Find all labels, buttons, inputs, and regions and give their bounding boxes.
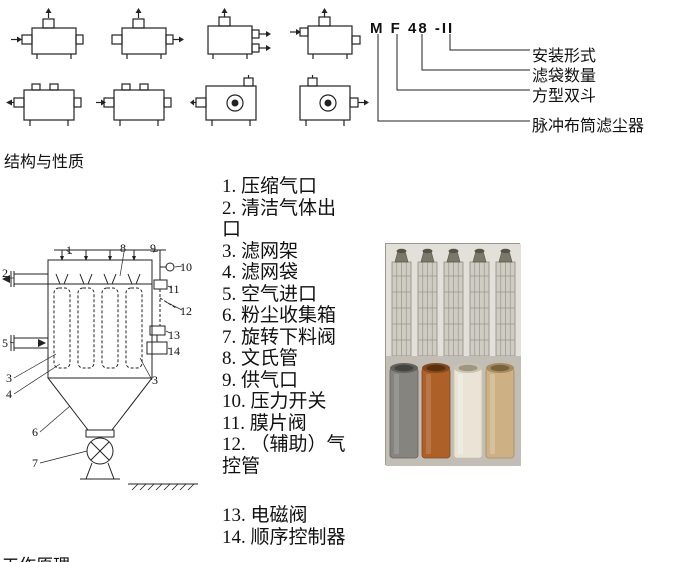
model-code-label-square-hopper: 方型双斗: [532, 88, 597, 105]
diagram-callout: 11: [168, 282, 180, 296]
filter-photo-frame: [385, 243, 521, 466]
diagram-callout: 12: [180, 304, 192, 318]
diagram-callout: 2: [2, 266, 8, 280]
dust-collector-diagram: [2, 249, 198, 491]
parts-list-item: 2. 清洁气体出口: [222, 197, 337, 241]
parts-list-item: 10. 压力开关: [222, 391, 327, 412]
model-code-label-installation-form: 安装形式: [532, 48, 597, 65]
parts-list-item: 6. 粉尘收集箱: [222, 305, 337, 326]
dust-collector-drawing-area: 1 8 9 10 2 11 12 13 14 5 3 4 3 6 7: [0, 238, 215, 503]
parts-list-item: 4. 滤网袋: [222, 262, 299, 283]
diagram-callout: 3: [6, 371, 12, 385]
installation-scheme-8: [299, 75, 369, 126]
parts-list-item: 8. 文氏管: [222, 348, 299, 369]
diagram-callout: 5: [2, 336, 8, 350]
parts-list-item: 12. （辅助）气控管: [222, 434, 346, 477]
parts-list-item: 14. 顺序控制器: [222, 526, 346, 548]
installation-scheme-7: [190, 75, 257, 126]
diagram-callout: 14: [168, 344, 180, 358]
diagram-callout: 7: [32, 456, 38, 470]
parts-list: 1. 压缩气口 2. 清洁气体出口 3. 滤网架 4. 滤网袋 5. 空气进口 …: [222, 176, 348, 548]
diagram-callout: 3: [152, 373, 158, 387]
installation-scheme-2: [111, 8, 184, 59]
diagram-callout: 10: [180, 260, 192, 274]
diagram-callout: 13: [168, 328, 180, 342]
model-code-label-bag-count: 滤袋数量: [532, 68, 597, 85]
parts-list-item: 1. 压缩气口: [222, 176, 318, 197]
diagram-callout: 6: [32, 425, 38, 439]
structure-heading: 结构与性质: [4, 154, 85, 171]
diagram-callout: 1: [66, 243, 72, 257]
parts-list-item: 7. 旋转下料阀: [222, 326, 337, 348]
parts-list-item: 9. 供气口: [222, 369, 299, 391]
footer-partial-text: 工作原理: [2, 551, 142, 562]
parts-list-item: 13. 电磁阀: [222, 505, 308, 526]
installation-scheme-3: [207, 8, 271, 59]
diagram-callout: 4: [6, 387, 12, 401]
filter-cages-and-bags-photo: [386, 244, 521, 466]
parts-list-item: 5. 空气进口: [222, 283, 318, 305]
parts-list-item: 11. 膜片阀: [222, 412, 307, 434]
installation-scheme-5: [6, 83, 82, 126]
model-code-bracket-lines: [377, 34, 530, 122]
diagram-callout: 9: [150, 241, 156, 255]
diagram-callout: 8: [120, 241, 126, 255]
installation-scheme-6: [96, 83, 172, 126]
model-code: M F 48 -II: [370, 20, 455, 37]
model-code-label-product-name: 脉冲布筒滤尘器: [532, 118, 645, 135]
parts-list-item: 3. 滤网架: [222, 240, 299, 262]
installation-scheme-1: [11, 8, 84, 59]
installation-scheme-4: [290, 8, 361, 59]
